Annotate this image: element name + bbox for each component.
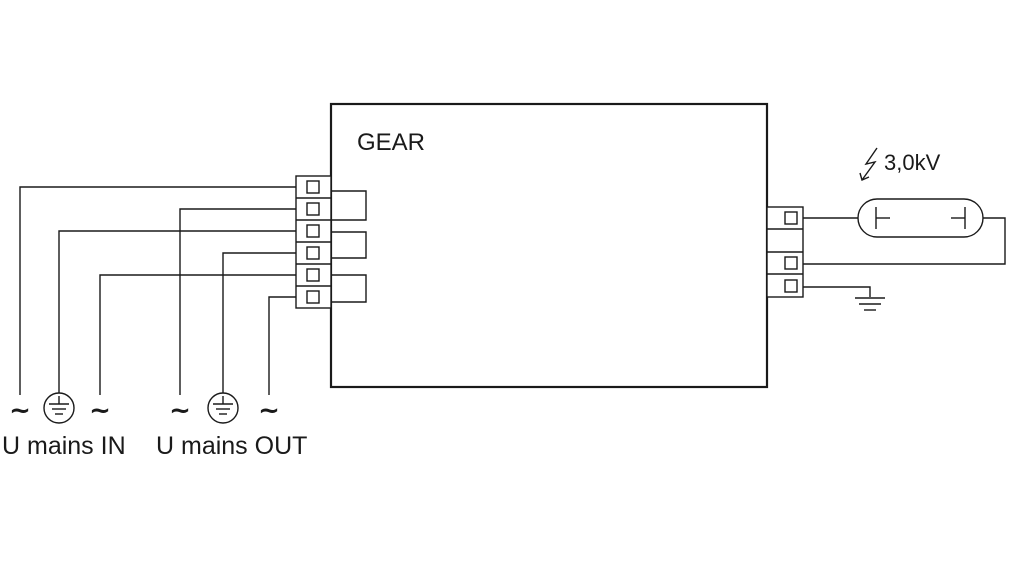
gear-label: GEAR — [357, 129, 425, 156]
terminal-icon — [784, 211, 798, 225]
terminal-icon — [306, 290, 320, 304]
ac-tilde-symbol: ~ — [89, 396, 111, 426]
terminal-icon — [306, 202, 320, 216]
wire-mains-out-earth — [222, 252, 296, 393]
ac-tilde-symbol: ~ — [9, 396, 31, 426]
mains-out-label: U mains OUT — [156, 432, 307, 460]
wire-chassis-ground — [803, 286, 871, 297]
terminal-icon — [306, 224, 320, 238]
terminal-icon — [306, 246, 320, 260]
terminal-bridge — [331, 190, 367, 221]
voltage-label: 3,0kV — [884, 150, 941, 175]
earth-ground-icon — [43, 392, 75, 424]
wire-mains-in-earth — [58, 230, 296, 393]
terminal-icon — [306, 180, 320, 194]
terminal-bridge — [331, 231, 367, 259]
terminal-bridge — [331, 274, 367, 303]
ac-tilde-symbol: ~ — [169, 396, 191, 426]
left-terminal-block — [295, 175, 367, 309]
right-terminal-block — [766, 206, 804, 298]
mains-in-label: U mains IN — [2, 432, 126, 460]
wire-mains-out-neutral — [268, 296, 296, 395]
wire-mains-in-neutral — [99, 274, 296, 395]
chassis-ground-icon — [855, 297, 885, 311]
earth-ground-icon — [207, 392, 239, 424]
wire-mains-in-phase — [19, 186, 296, 395]
terminal-icon — [306, 268, 320, 282]
lightning-bolt-icon — [859, 147, 878, 181]
wire-mains-out-phase — [179, 208, 296, 395]
lamp-icon — [857, 198, 984, 238]
terminal-icon — [784, 256, 798, 270]
ac-tilde-symbol: ~ — [258, 396, 280, 426]
terminal-icon — [784, 279, 798, 293]
wire-lamp-right — [803, 217, 1006, 265]
